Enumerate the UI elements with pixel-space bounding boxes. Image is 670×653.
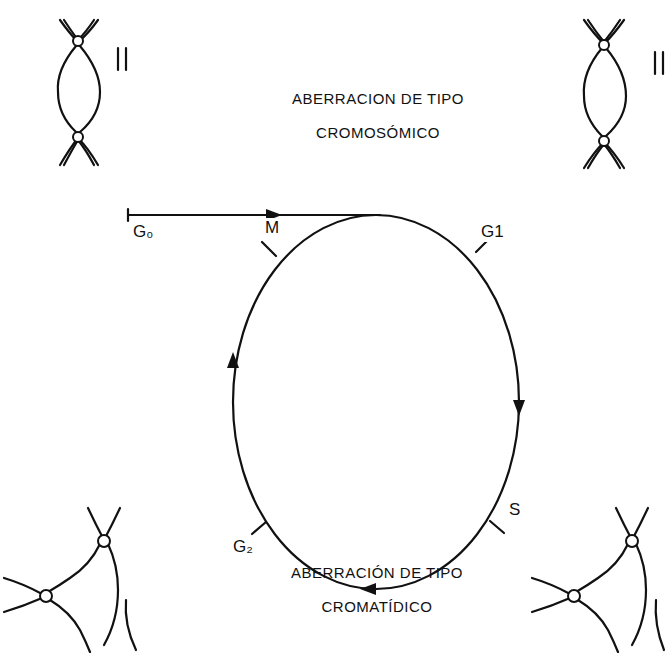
cycle-ellipse <box>233 215 519 589</box>
chromatid-arm <box>532 598 570 612</box>
centromere <box>73 36 83 46</box>
centromere <box>98 535 110 547</box>
break-mark <box>655 52 663 74</box>
arrowhead <box>227 352 239 368</box>
chromatid-arm <box>48 544 100 592</box>
phase-label: M <box>264 218 280 238</box>
phase-label: G₂ <box>232 537 254 557</box>
chromatid-arm <box>4 598 42 612</box>
chromatid-arm <box>632 544 646 645</box>
g0-line <box>128 214 380 216</box>
chromatid-arm <box>578 600 618 652</box>
phase-label: G₀ <box>132 222 154 242</box>
chromatid-arm <box>4 578 42 594</box>
chromosome-ring <box>58 46 76 132</box>
centromere <box>40 590 52 602</box>
arrowhead <box>513 400 525 416</box>
chromatid-arm <box>126 600 136 650</box>
phase-label: G1 <box>480 222 505 242</box>
phase-label: S <box>508 500 521 520</box>
chromosome-ring <box>80 46 100 132</box>
s-tick <box>490 521 504 533</box>
chromatid-arm <box>576 544 628 592</box>
chromosome-ring <box>584 48 602 136</box>
centromere <box>599 40 609 50</box>
g2-tick <box>252 522 266 534</box>
chromosome-arms <box>588 144 620 168</box>
chromatid-arm <box>656 600 664 650</box>
aberration-heading: ABERRACIÓN DE TIPO CROMATÍDICO <box>272 556 482 624</box>
aberration-heading: ABERRACION DE TIPO CROMOSÓMICO <box>278 82 478 150</box>
m-tick <box>262 242 276 256</box>
break-mark <box>118 48 126 70</box>
chromatid-arm <box>104 544 118 645</box>
centromere <box>73 132 83 142</box>
g0-tick <box>127 209 129 221</box>
arrowhead <box>360 583 376 595</box>
chromatid-arm <box>532 578 570 594</box>
chromatid-arm <box>50 600 90 652</box>
centromere <box>568 590 580 602</box>
chromosome-ring <box>606 48 626 136</box>
centromere <box>599 136 609 146</box>
chromosome-arms <box>64 140 94 165</box>
chromosome-arms <box>588 20 620 42</box>
centromere <box>626 535 638 547</box>
